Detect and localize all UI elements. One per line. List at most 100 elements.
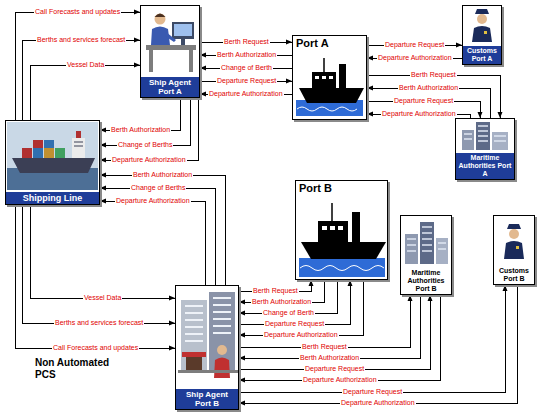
arrow-head — [309, 280, 314, 286]
arrow-head — [348, 280, 353, 286]
authority-building-icon — [407, 227, 446, 251]
message-label: Berth Authorization — [299, 354, 360, 362]
arrow-line — [239, 285, 505, 392]
arrow-head — [428, 295, 433, 301]
customs-officer-icon — [477, 14, 487, 24]
container-ship-picture — [55, 148, 65, 158]
ship-agent-figure — [146, 45, 196, 50]
customs-officer-icon — [509, 229, 519, 239]
arrow-line — [30, 205, 175, 298]
container-ship-picture — [72, 138, 85, 158]
customs-officer-icon — [472, 26, 492, 42]
customs-officer-icon — [504, 241, 524, 259]
message-arrow — [239, 295, 433, 369]
message-label: Berth Request — [223, 38, 270, 46]
message-arrow — [22, 38, 140, 121]
authority-building-icon — [462, 130, 474, 150]
arrow-head — [367, 86, 373, 91]
port-ship-icon — [312, 72, 336, 88]
arrow-head — [367, 112, 373, 117]
arrow-head — [100, 158, 106, 163]
message-label: Berths and services forecast — [36, 36, 126, 44]
message-label: Change of Berth — [262, 309, 315, 317]
message-label: Departure Request — [342, 388, 403, 396]
message-label: Departure Request — [216, 77, 277, 85]
port-ship-icon — [301, 242, 386, 259]
container-ship-picture — [74, 142, 83, 146]
port-box: Port B — [295, 180, 388, 280]
arrow-head — [200, 53, 206, 58]
port-ship-icon — [338, 226, 343, 230]
message-arrow — [239, 280, 353, 324]
port-ship-icon — [323, 58, 325, 72]
customs-officer-icon — [472, 9, 492, 42]
container-ship-picture — [44, 148, 54, 158]
authority-building-icon — [462, 122, 508, 150]
message-label: Departure Request — [304, 365, 365, 373]
port-ship-icon — [315, 76, 319, 79]
message-label: Vessel Data — [66, 61, 105, 69]
message-arrow — [100, 173, 225, 286]
container-ship-picture — [33, 140, 43, 148]
port-ship-icon — [329, 76, 333, 79]
arrow-line — [100, 98, 198, 160]
authority-building-icon — [405, 222, 448, 264]
message-label: Change of Berths — [117, 141, 173, 149]
ship-agent-figure — [149, 50, 153, 72]
message-arrow — [239, 295, 440, 383]
message-label: Departure Authorization — [381, 110, 457, 118]
arrow-line — [239, 295, 430, 369]
message-label: Berth Request — [410, 71, 457, 79]
ship-agent-box: Ship Agent Port B — [175, 285, 239, 410]
ship-agent-figure — [189, 50, 193, 72]
port-ship-icon — [299, 203, 386, 277]
port-ship-icon — [296, 58, 364, 116]
customs-officer-icon — [504, 224, 524, 259]
arrow-head — [100, 128, 106, 133]
ship-agent-figure — [174, 24, 192, 36]
customs-officer-icon — [484, 31, 487, 34]
message-label: Departure Authorization — [340, 399, 416, 407]
port-ship-icon — [322, 76, 326, 79]
message-arrow — [239, 285, 508, 392]
port-ship-icon — [339, 64, 346, 88]
message-arrow — [239, 295, 420, 361]
container-ship-picture — [76, 131, 81, 138]
port-ship-icon — [297, 107, 357, 111]
port-ship-icon — [331, 203, 333, 221]
message-label: Change of Berths — [130, 184, 186, 192]
port-ship-icon — [330, 226, 335, 230]
arrow-head — [239, 333, 245, 338]
arrow-head — [200, 66, 206, 71]
arrow-line — [239, 285, 517, 403]
message-arrow — [239, 295, 413, 347]
node-label: Customs Port A — [463, 46, 501, 64]
message-arrow — [15, 205, 175, 351]
arrow-head — [100, 186, 106, 191]
shipping-line-box: Shipping Line — [5, 120, 100, 205]
ship-agent-figure — [172, 22, 194, 39]
arrow-head — [408, 295, 413, 301]
customs-box: Customs Port A — [462, 5, 502, 65]
arrow-head — [503, 285, 508, 291]
arrow-head — [100, 199, 106, 204]
customs-officer-icon — [516, 246, 519, 249]
message-label: Departure Authorization — [263, 331, 339, 339]
arrow-head — [100, 143, 106, 148]
arrow-head — [367, 56, 373, 61]
port-ship-icon — [322, 226, 327, 230]
node-title: Port B — [296, 181, 387, 196]
arrow-head — [239, 356, 245, 361]
ship-agent-office-icon — [178, 370, 238, 373]
arrow-head — [200, 92, 206, 97]
message-label: Berth Authorization — [216, 51, 277, 59]
customs-box: Customs Port B — [493, 215, 535, 285]
ship-agent-figure — [165, 32, 176, 42]
authority-building-icon — [464, 126, 506, 141]
port-box: Port A — [292, 35, 367, 120]
arrow-line — [22, 40, 140, 120]
ship-agent-figure — [155, 14, 166, 18]
message-label: Departure Authorization — [377, 54, 453, 62]
arrow-line — [15, 12, 140, 120]
arrow-line — [239, 280, 350, 324]
